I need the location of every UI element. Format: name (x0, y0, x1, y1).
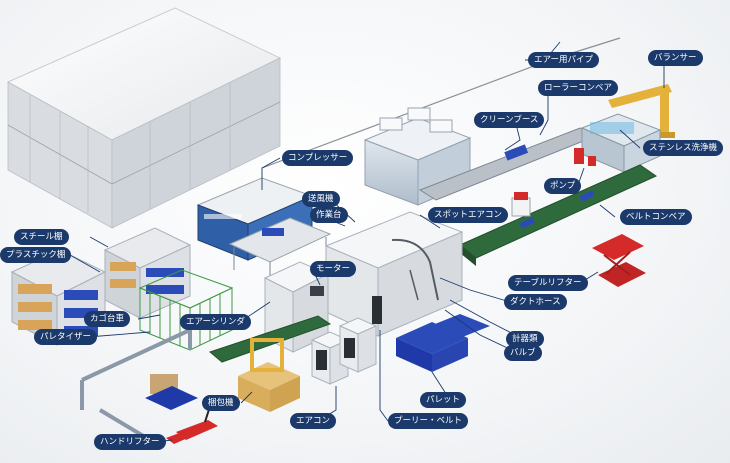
pump (574, 148, 596, 166)
label-cage-cart: カゴ台車 (84, 311, 131, 327)
label-belt-conveyor: ベルトコンベア (620, 209, 692, 225)
label-air-pipe: エアー用パイプ (528, 52, 599, 68)
label-blower: 送風機 (302, 191, 340, 207)
label-steel-shelf: スチール棚 (14, 229, 69, 245)
palletizer (80, 328, 198, 442)
label-valve: バルブ (504, 345, 542, 361)
label-packing-machine: 梱包機 (202, 395, 240, 411)
label-clean-booth: クリーンブース (474, 112, 545, 128)
label-hand-lifter: ハンドリフター (94, 434, 166, 450)
label-pump: ポンプ (544, 178, 582, 194)
label-palletizer: パレタイザー (34, 329, 98, 345)
belt-conveyor (459, 164, 658, 266)
label-gauges: 計器類 (506, 331, 544, 347)
label-roller-conveyor: ローラーコンベア (538, 80, 619, 96)
label-workbench: 作業台 (310, 207, 348, 223)
label-table-lifter: テーブルリフター (508, 275, 588, 291)
main-machine (324, 211, 464, 337)
packing-machine (238, 338, 300, 412)
label-compressor: コンプレッサー (282, 150, 354, 166)
pallet-stack (396, 314, 490, 372)
label-pulley-belt: プーリー・ベルト (388, 413, 469, 429)
label-aircon: エアコン (290, 413, 337, 429)
label-air-cylinder: エアーシリンダ (180, 314, 251, 330)
steel-shelf (103, 227, 192, 319)
balancer (608, 84, 675, 138)
label-stainless-washer: ステンレス洗浄機 (643, 140, 724, 156)
label-duct-hose: ダクトホース (504, 294, 567, 310)
table-lifter (592, 234, 646, 287)
label-pallet: パレット (420, 392, 467, 408)
label-balancer: バランサー (648, 50, 703, 66)
warehouse-building (6, 7, 282, 229)
label-spot-aircon: スポットエアコン (428, 207, 509, 223)
label-plastic-shelf: プラスチック棚 (0, 247, 72, 263)
label-motor: モーター (310, 261, 357, 277)
air-conditioner-units (310, 317, 378, 385)
spot-aircon (511, 192, 531, 217)
